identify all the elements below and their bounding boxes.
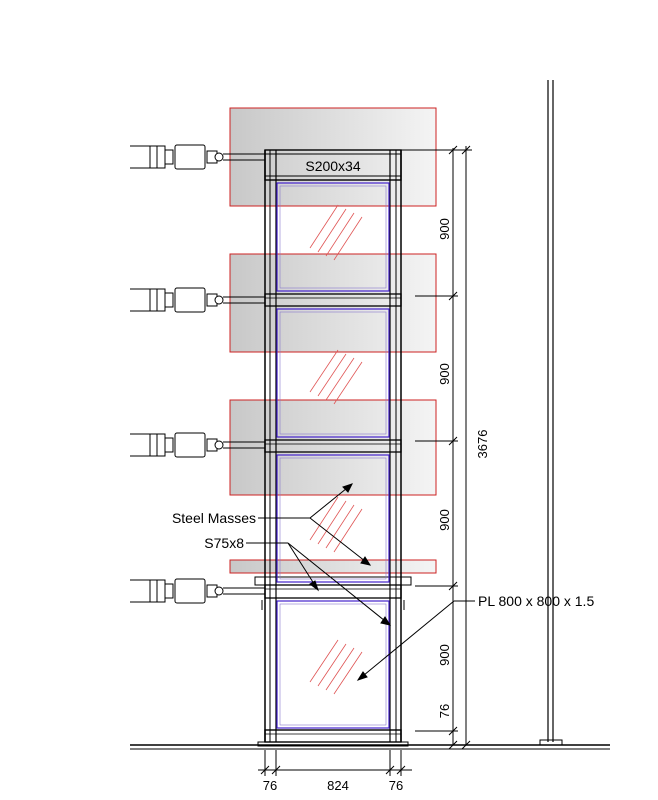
- section-label: S200x34: [305, 158, 360, 174]
- bracing-leaders: [246, 542, 392, 626]
- actuator-1: [130, 144, 265, 170]
- dim-storey-3: 900: [437, 509, 452, 531]
- total-dimension-line: [460, 145, 472, 750]
- steel-masses-leaders: [258, 483, 372, 566]
- reaction-wall-post: [539, 80, 563, 746]
- storey-dimension-line: [401, 145, 460, 750]
- dim-bay: 824: [327, 778, 349, 793]
- steel-masses-label: Steel Masses: [172, 510, 256, 526]
- steel-mass-4: [229, 559, 437, 574]
- dim-storey-1: 900: [437, 218, 452, 240]
- base-beam: [257, 729, 409, 747]
- actuator-2: [130, 287, 265, 313]
- actuator-3: [130, 432, 265, 458]
- dim-col-left: 76: [263, 778, 277, 793]
- dim-base: 76: [437, 704, 452, 718]
- dim-storey-2: 900: [437, 363, 452, 385]
- width-dimension-line: [258, 750, 412, 776]
- floor-beam-4: [254, 576, 412, 610]
- plate-label: PL 800 x 800 x 1.5: [478, 593, 594, 609]
- dim-storey-4: 900: [437, 644, 452, 666]
- bracing-label: S75x8: [204, 535, 244, 551]
- infill-panel-2: [276, 308, 390, 438]
- dim-col-right: 76: [389, 778, 403, 793]
- infill-panel-1: [276, 182, 390, 292]
- ground-line: [130, 744, 610, 750]
- floor-beam-2: [264, 293, 402, 307]
- floor-beam-3: [264, 439, 402, 453]
- floor-beam-1: [264, 149, 402, 181]
- steel-mass-1: [229, 107, 437, 207]
- plate-leader: [356, 600, 475, 681]
- actuator-4: [130, 578, 265, 604]
- dim-total: 3676: [475, 430, 490, 459]
- infill-panel-4: [276, 600, 390, 729]
